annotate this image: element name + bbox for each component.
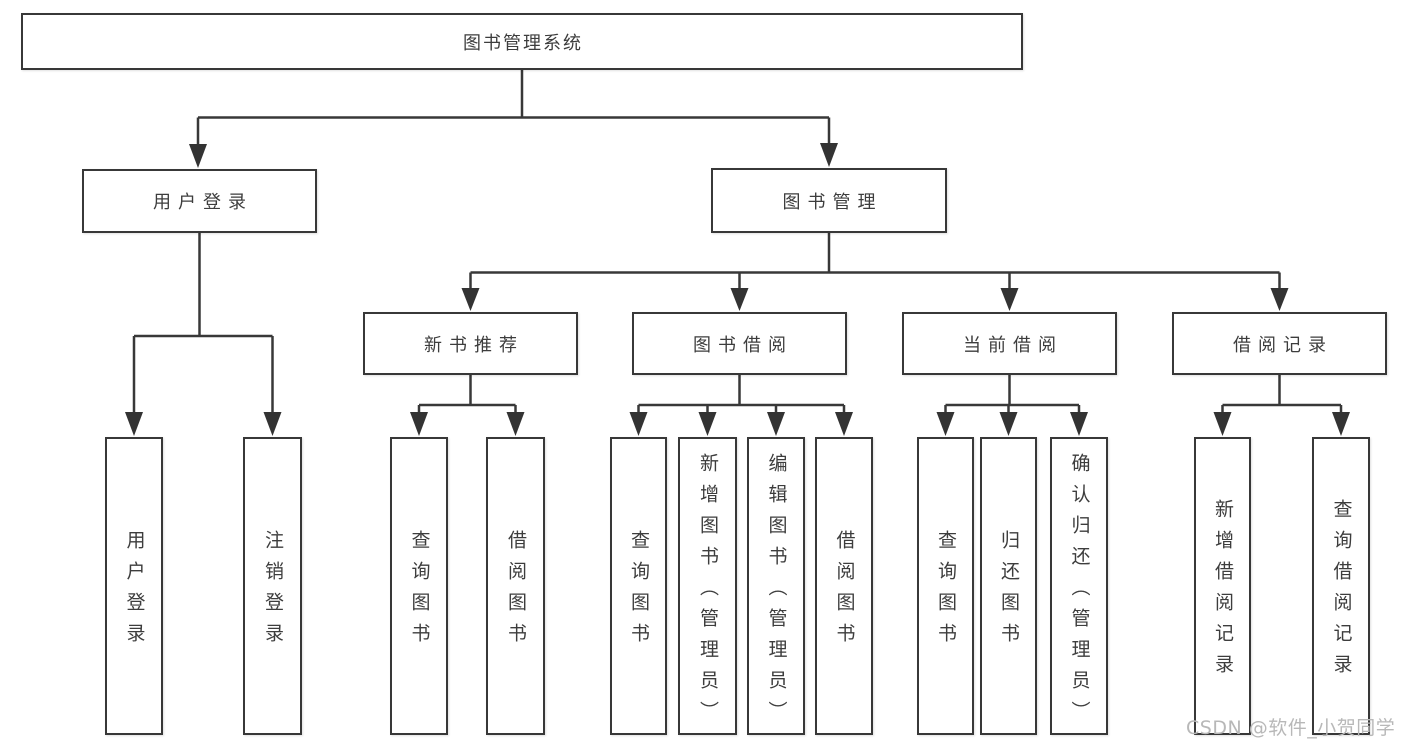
leaf-query-books-current: 查询图书 [917,437,974,735]
leaf-query-borrow-record-label: 查询借阅记录 [1330,499,1353,685]
leaf-confirm-return-admin: 确认归还（管理员） [1050,437,1108,735]
leaf-edit-books-admin: 编辑图书（管理员） [747,437,805,735]
leaf-add-borrow-record: 新增借阅记录 [1194,437,1251,735]
leaf-query-books-recommend-label: 查询图书 [408,530,431,654]
arrowheads [125,143,1350,436]
leaf-add-books-admin: 新增图书（管理员） [678,437,737,735]
leaf-logout-login-label: 注销登录 [262,530,284,654]
watermark-text: CSDN @软件_小贺同学 [1186,717,1396,739]
leaf-borrow-books-borrowing: 借阅图书 [815,437,873,735]
node-current-borrowing: 当前借阅 [902,312,1117,375]
leaf-user-login: 用户登录 [105,437,163,735]
leaf-query-books-borrowing: 查询图书 [610,437,667,735]
leaf-borrow-books-recommend: 借阅图书 [486,437,545,735]
leaf-query-books-borrowing-label: 查询图书 [628,530,650,654]
leaf-borrow-books-borrowing-label: 借阅图书 [833,530,856,654]
leaf-user-login-label: 用户登录 [123,530,146,654]
node-new-book-recommend: 新书推荐 [363,312,578,375]
leaf-confirm-return-admin-label: 确认归还（管理员） [1068,452,1091,732]
leaf-query-books-recommend: 查询图书 [390,437,448,735]
leaf-edit-books-admin-label: 编辑图书（管理员） [765,452,788,732]
leaf-query-books-current-label: 查询图书 [935,530,957,654]
leaf-return-books-label: 归还图书 [998,530,1020,654]
node-book-borrowing: 图书借阅 [632,312,847,375]
node-book-management: 图书管理 [711,168,947,233]
node-borrowing-records: 借阅记录 [1172,312,1387,375]
leaf-query-borrow-record: 查询借阅记录 [1312,437,1370,735]
leaf-return-books: 归还图书 [980,437,1037,735]
leaf-add-borrow-record-label: 新增借阅记录 [1212,499,1234,685]
node-user-login: 用户登录 [82,169,317,233]
leaf-borrow-books-recommend-label: 借阅图书 [505,530,527,654]
node-library-management-system: 图书管理系统 [21,13,1023,70]
leaf-add-books-admin-label: 新增图书（管理员） [697,452,719,732]
leaf-logout-login: 注销登录 [243,437,302,735]
